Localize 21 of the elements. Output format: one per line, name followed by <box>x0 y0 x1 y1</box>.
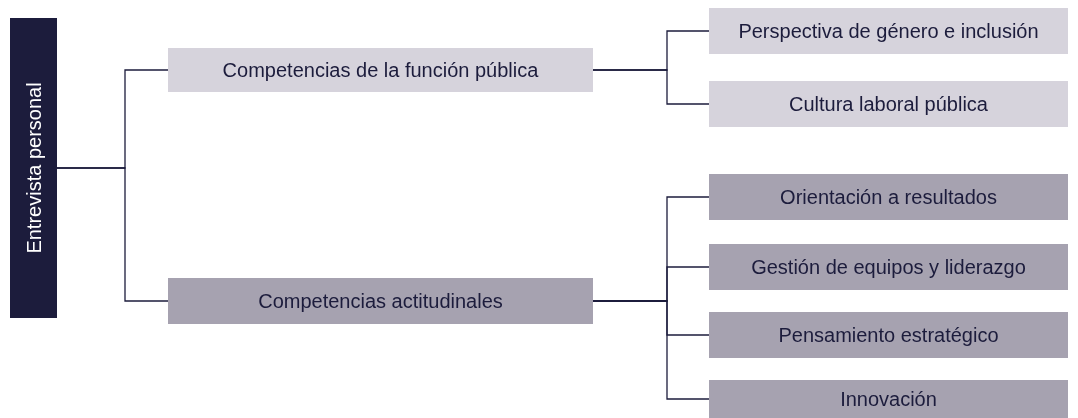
connector-line <box>592 69 710 105</box>
node-label: Entrevista personal <box>21 82 46 254</box>
category-box <box>709 312 1068 358</box>
node-label: Orientación a resultados <box>780 184 997 210</box>
node-label: Cultura laboral pública <box>789 91 988 117</box>
node-label: Perspectiva de género e inclusión <box>738 18 1039 44</box>
node-label: Innovación <box>840 386 937 412</box>
category-box <box>709 380 1068 418</box>
category-box <box>168 278 593 324</box>
node-label: Pensamiento estratégico <box>778 322 999 348</box>
root-box <box>10 18 57 318</box>
node-label: Competencias de la función pública <box>222 57 539 83</box>
category-box <box>709 244 1068 290</box>
category-box <box>168 48 593 92</box>
node-label: Gestión de equipos y liderazgo <box>751 254 1026 280</box>
category-box <box>709 174 1068 220</box>
connector-line <box>56 167 169 302</box>
node-label: Competencias actitudinales <box>258 288 503 314</box>
category-box <box>709 8 1068 54</box>
category-box <box>709 81 1068 127</box>
connector-line <box>592 300 710 400</box>
